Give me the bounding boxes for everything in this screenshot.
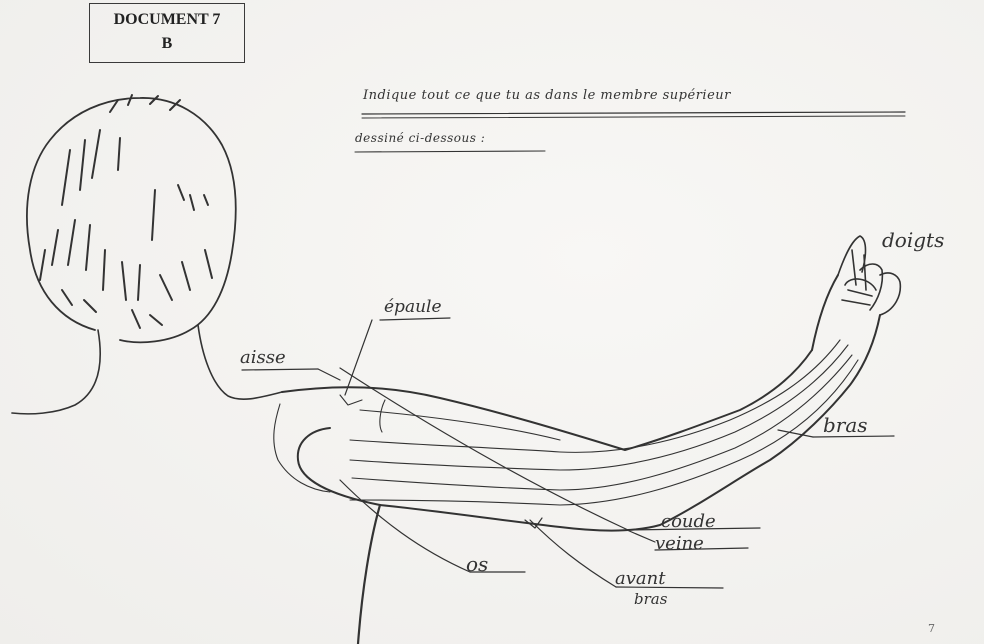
label-epaule: épaule: [384, 297, 442, 317]
label-avant: avant: [615, 568, 665, 589]
label-doigts: doigts: [882, 228, 944, 252]
instruction-line-1: Indique tout ce que tu as dans le membre…: [363, 88, 731, 103]
label-bras: bras: [823, 413, 868, 437]
hair-strokes: [40, 95, 212, 328]
page-number: 7: [928, 622, 935, 635]
label-aisse: aisse: [240, 347, 286, 368]
pointer-lines: [242, 318, 894, 588]
inner-structures: [274, 340, 858, 505]
arm-outline: [282, 275, 880, 644]
instruction-underline-1: [362, 112, 905, 114]
label-veine: veine: [655, 533, 704, 554]
instruction-underline-2: [362, 116, 905, 118]
label-os: os: [466, 552, 488, 576]
instruction-line-2: dessiné ci-dessous :: [355, 131, 485, 145]
label-bras-secondary: bras: [634, 590, 667, 608]
instruction-underline-3: [355, 151, 545, 152]
label-coude: coude: [661, 511, 716, 532]
